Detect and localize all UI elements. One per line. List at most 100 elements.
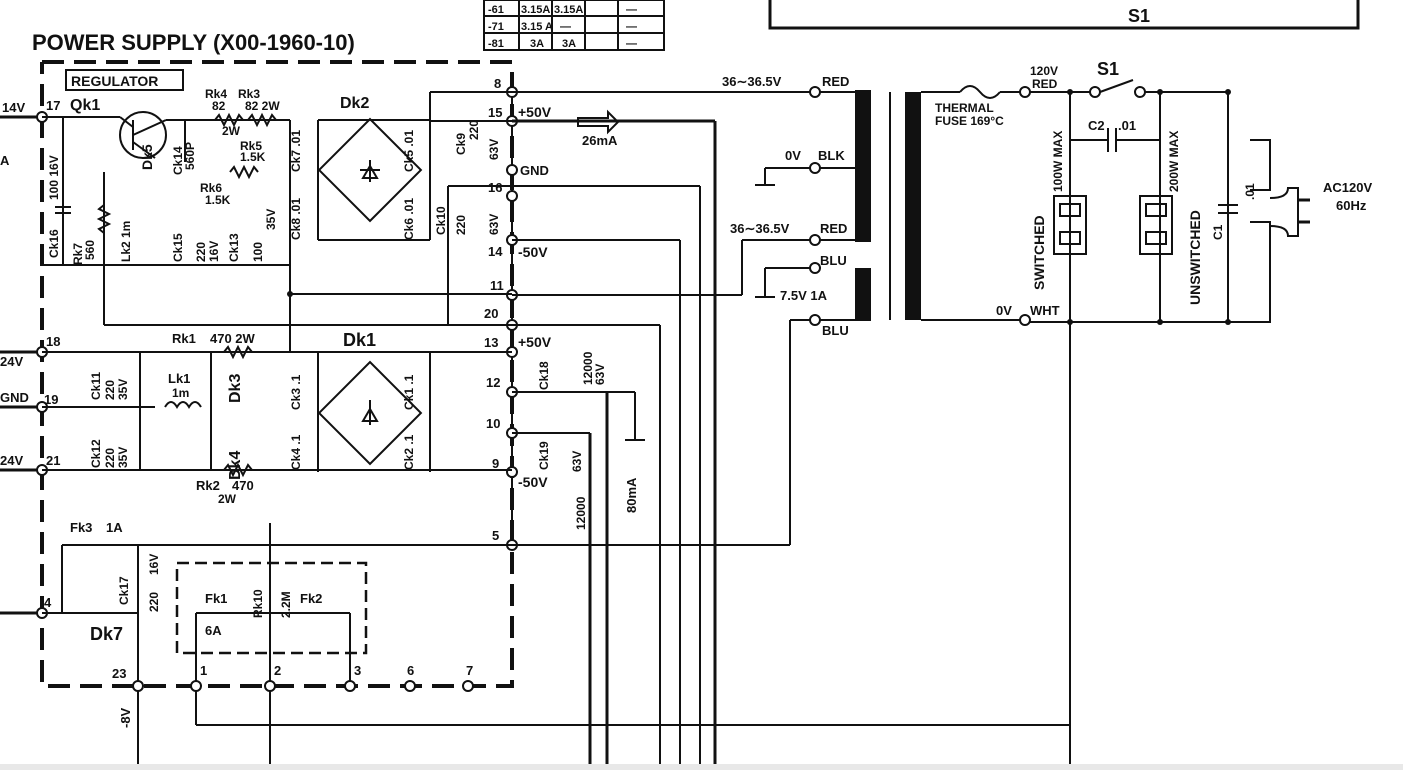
sec3-voltage: 36∼36.5V bbox=[730, 221, 790, 236]
fuse-table-r1c4: — bbox=[626, 4, 637, 16]
primary-bot-voltage: 0V bbox=[996, 303, 1012, 318]
ck19-label: Ck19 bbox=[537, 441, 551, 470]
rail-label-minus50-bot: -50V bbox=[518, 474, 548, 490]
ac-input: S1 C2 .01 SWITCHED 100W MAX UNSWITCHED 2… bbox=[1030, 59, 1372, 770]
rk7-value: 560 bbox=[83, 240, 97, 260]
ck11-value: 220 bbox=[103, 380, 117, 400]
terminal-label-10: 10 bbox=[486, 416, 500, 431]
ck18-label: Ck18 bbox=[537, 361, 551, 390]
unswitched-max: 200W MAX bbox=[1167, 131, 1181, 192]
rk2-resistor bbox=[223, 462, 253, 478]
terminal-label-15: 15 bbox=[488, 105, 502, 120]
ck1-label: Ck1 .1 bbox=[402, 374, 416, 410]
fuse-table-r3c4: — bbox=[626, 38, 637, 50]
ck10-value: 220 bbox=[454, 215, 468, 235]
sec4-rating: 7.5V 1A bbox=[780, 288, 828, 303]
rk10-label: Rk10 bbox=[251, 589, 265, 618]
unswitched-outlet bbox=[1139, 195, 1173, 255]
terminal-label-8: 8 bbox=[494, 76, 501, 91]
sec4-color: BLU bbox=[820, 253, 847, 268]
ck19-value: 12000 bbox=[574, 496, 588, 530]
fuse-table-r1c1: -61 bbox=[488, 4, 504, 16]
thermal-fuse-temp: FUSE 169°C bbox=[935, 114, 1004, 128]
fuse-table-r2c2: 3.15 A bbox=[521, 21, 553, 33]
ck13-value: 100 bbox=[251, 242, 265, 262]
lk1-label: Lk1 bbox=[168, 371, 190, 386]
sec2-voltage: 0V bbox=[785, 148, 801, 163]
ck9-label: Ck9 bbox=[454, 133, 468, 155]
sec1-voltage: 36∼36.5V bbox=[722, 74, 782, 89]
left-terminals: 14V 17 A 24V 18 GND 19 24V 21 4 bbox=[0, 98, 60, 619]
terminal-label-20: 20 bbox=[484, 306, 498, 321]
rail-label-minus50-top: -50V bbox=[518, 244, 548, 260]
switched-label: SWITCHED bbox=[1031, 215, 1047, 290]
fuse-table-r3c2: 3A bbox=[530, 38, 544, 50]
rk1-value: 470 2W bbox=[210, 331, 256, 346]
rk4-value: 82 bbox=[212, 99, 226, 113]
ck17-voltage: 16V bbox=[147, 554, 161, 575]
ck11-label: Ck11 bbox=[89, 372, 103, 400]
terminal-label-13: 13 bbox=[484, 335, 498, 350]
regulator-label: REGULATOR bbox=[71, 73, 158, 89]
fuse-table-r3c3: 3A bbox=[562, 38, 576, 50]
bottom-strip bbox=[0, 764, 1403, 770]
regulator-section: Qk1 Rk4 82 Rk3 82 2W 2W 560P Ck14 Rk5 1.… bbox=[42, 87, 512, 352]
ck15-value: 220 bbox=[194, 242, 208, 262]
primary-color: RED bbox=[1032, 77, 1058, 91]
sec2-color: BLK bbox=[818, 148, 845, 163]
fk3-label: Fk3 bbox=[70, 520, 92, 535]
ck14-value: 560P bbox=[183, 142, 197, 170]
fuse-table-r1c2: 3.15A bbox=[521, 4, 550, 16]
fuse-table-r2c4: — bbox=[626, 21, 637, 33]
bottom-left-section: Fk3 1A Dk7 Ck17 220 16V Fk1 6A Rk10 2.2M… bbox=[42, 520, 1070, 770]
fk1-label: Fk1 bbox=[205, 591, 227, 606]
ck17-label: Ck17 bbox=[117, 576, 131, 605]
terminal-label-16: 16 bbox=[488, 180, 502, 195]
s1-label: S1 bbox=[1097, 59, 1119, 79]
ck13-voltage: 35V bbox=[264, 209, 278, 230]
left-label-a: A bbox=[0, 153, 10, 168]
terminal-label-1: 1 bbox=[200, 663, 207, 678]
terminal-label-17: 17 bbox=[46, 98, 60, 113]
rk6-value: 1.5K bbox=[205, 193, 231, 207]
ck9-value: 220 bbox=[467, 120, 481, 140]
ck19-voltage: 63V bbox=[570, 451, 584, 472]
rail-label-gnd: GND bbox=[520, 163, 549, 178]
terminal-label-6: 6 bbox=[407, 663, 414, 678]
terminal-9 bbox=[506, 466, 518, 478]
dk1-label: Dk1 bbox=[343, 330, 376, 350]
rk10-value: 2.2M bbox=[279, 591, 293, 618]
terminal-label-7: 7 bbox=[466, 663, 473, 678]
ck18-value: 12000 bbox=[581, 351, 595, 385]
terminal-label-23: 23 bbox=[112, 666, 126, 681]
ck2-label: Ck2 .1 bbox=[402, 434, 416, 470]
s1-switch-contact-b bbox=[1134, 86, 1146, 98]
rk7-resistor bbox=[96, 204, 112, 234]
primary-bot-color: WHT bbox=[1030, 303, 1060, 318]
terminal-label-4: 4 bbox=[44, 595, 52, 610]
ck5-label: Ck5 .01 bbox=[402, 130, 416, 172]
c2-label: C2 bbox=[1088, 118, 1105, 133]
terminal-gnd bbox=[506, 164, 518, 176]
transformer: 36∼36.5V RED 0V BLK 36∼36.5V RED BLU 7.5… bbox=[512, 64, 1060, 338]
rk2-wattage: 2W bbox=[218, 492, 237, 506]
current-80ma: 80mA bbox=[624, 477, 639, 513]
fk1-value: 6A bbox=[205, 623, 222, 638]
mains-frequency: 60Hz bbox=[1336, 198, 1367, 213]
left-label-gnd: GND bbox=[0, 390, 29, 405]
board-outline: REGULATOR bbox=[40, 60, 514, 688]
terminal-label-3: 3 bbox=[354, 663, 361, 678]
ck15-label: Ck15 bbox=[171, 233, 185, 262]
qk1-transistor bbox=[119, 111, 167, 159]
rk1-resistor bbox=[223, 344, 253, 360]
ck12-voltage: 35V bbox=[116, 447, 130, 468]
ac-plug bbox=[1269, 187, 1299, 237]
switched-outlet bbox=[1053, 195, 1087, 255]
qk1-label: Qk1 bbox=[70, 97, 100, 114]
s1-box-label: S1 bbox=[1128, 6, 1150, 26]
thermal-fuse bbox=[959, 85, 1001, 99]
filter-caps: Ck18 12000 63V Ck19 12000 63V 80mA 26mA bbox=[512, 109, 645, 530]
rk4-label: Rk4 bbox=[205, 87, 227, 101]
fk2-label: Fk2 bbox=[300, 591, 322, 606]
ck4-label: Ck4 .1 bbox=[289, 434, 303, 470]
